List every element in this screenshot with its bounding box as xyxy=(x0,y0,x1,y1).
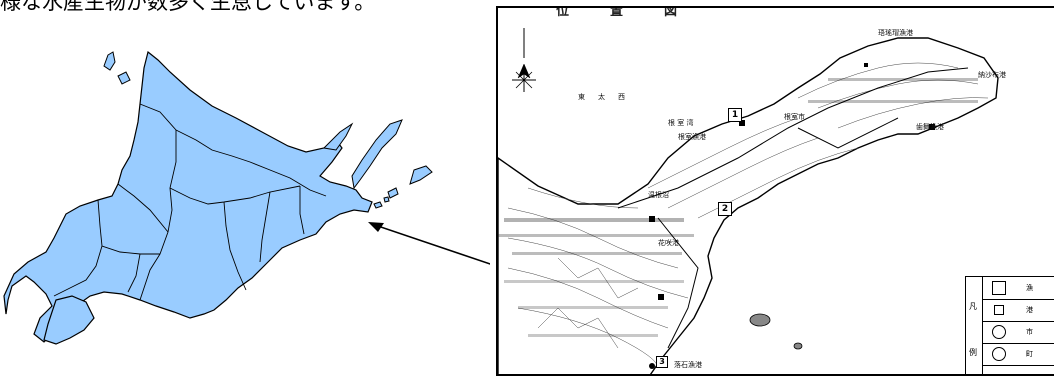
legend-heading-2: 例 xyxy=(969,348,977,357)
map-legend: 凡 例 漁 港 市 町 xyxy=(965,276,1054,374)
legend-heading-1: 凡 xyxy=(969,302,977,311)
port-label: 根室市 xyxy=(784,113,805,121)
hokkaido-map xyxy=(3,50,490,345)
port-label: 落石漁港 xyxy=(674,361,702,369)
north-arrow-icon xyxy=(512,28,536,92)
subprefecture-borders xyxy=(53,103,327,301)
legend-row: 市 xyxy=(982,321,1054,344)
legend-circle-icon xyxy=(992,347,1006,361)
pointer-arrow xyxy=(371,223,490,265)
kunashiri-island xyxy=(351,119,403,190)
sea-name-label: 根 室 湾 xyxy=(668,119,694,127)
island xyxy=(749,313,771,327)
etorofu-island xyxy=(409,165,433,185)
caption-text: 様な水産生物が数多く生息しています。 xyxy=(0,0,376,14)
rebun-island xyxy=(117,71,131,85)
legend-circle-icon xyxy=(992,325,1006,339)
legend-heading-column xyxy=(966,277,983,374)
shikotan-island xyxy=(387,187,399,199)
map-title: 位 置 図 xyxy=(556,6,692,19)
site-number-2: 2 xyxy=(718,202,732,216)
port-label: 温根沼 xyxy=(648,191,669,199)
habomai-islets xyxy=(373,201,383,209)
location-map: 位 置 図 xyxy=(496,6,1054,376)
ocean-label-1: 東 xyxy=(578,93,585,101)
arrow-head xyxy=(368,222,384,232)
port-label: 納沙布港 xyxy=(978,71,1006,79)
rishiri-island xyxy=(103,51,116,71)
port-label: 根室漁港 xyxy=(678,133,706,141)
shiretoko-peninsula xyxy=(322,122,354,151)
roads xyxy=(617,67,969,349)
legend-small-square-icon xyxy=(994,305,1004,315)
port-label: 花咲港 xyxy=(658,239,679,247)
ocean-label-2: 太 xyxy=(598,93,605,101)
legend-row: 町 xyxy=(982,343,1054,366)
habomai-islets-2 xyxy=(383,196,390,203)
site-number-3: 3 xyxy=(656,356,668,368)
islet xyxy=(793,342,803,350)
oshima-peninsula xyxy=(43,295,95,345)
legend-text: 町 xyxy=(1026,350,1033,358)
ocean-label-3: 西 xyxy=(618,93,625,101)
port-label: 歯舞漁港 xyxy=(916,123,944,131)
legend-text: 港 xyxy=(1026,306,1033,314)
map-drawing xyxy=(498,28,999,374)
port-label: 珸瑤瑁漁港 xyxy=(878,29,913,37)
nemuro-peninsula xyxy=(498,37,999,374)
legend-row: 漁 xyxy=(982,277,1054,300)
topographic-lines xyxy=(507,62,989,369)
legend-row: 港 xyxy=(982,299,1054,322)
site-number-1: 1 xyxy=(728,108,742,122)
legend-text: 漁 xyxy=(1026,284,1033,292)
legend-text: 市 xyxy=(1026,328,1033,336)
legend-square-icon xyxy=(992,281,1006,295)
